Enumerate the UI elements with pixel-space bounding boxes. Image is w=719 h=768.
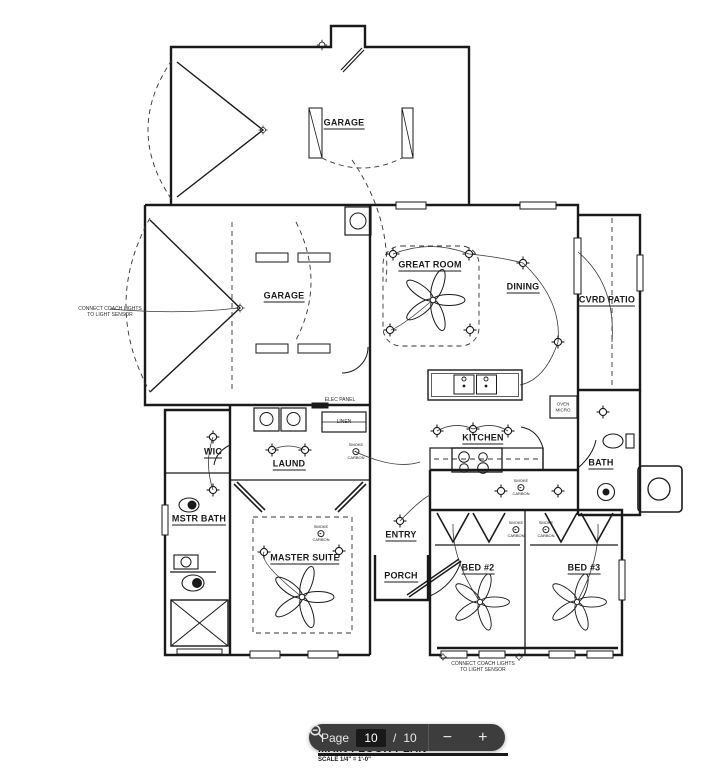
note-linen: LINEN bbox=[336, 418, 352, 425]
ceiling-fans bbox=[272, 267, 607, 633]
zoom-out-button[interactable]: − bbox=[440, 729, 455, 746]
washer-icon bbox=[253, 407, 280, 432]
room-label-entry: ENTRY bbox=[385, 529, 417, 542]
window-symbols bbox=[161, 201, 644, 659]
smoke-label: SMOKE bbox=[513, 478, 529, 484]
carbon-label: CARBON bbox=[312, 537, 330, 543]
page-separator: / bbox=[393, 730, 397, 745]
ceiling-fan-icon bbox=[403, 267, 466, 333]
laundry-fixtures bbox=[253, 206, 372, 433]
note-line: OVEN bbox=[556, 401, 570, 407]
detector-icon bbox=[542, 526, 550, 534]
room-label-bath: BATH bbox=[588, 457, 614, 470]
stove-icon bbox=[451, 447, 503, 473]
sink-icon bbox=[596, 482, 616, 502]
interior-walls bbox=[165, 448, 618, 655]
room-label-cvrd-patio: CVRD PATIO bbox=[578, 294, 636, 307]
sink-basin-icon bbox=[453, 374, 475, 395]
detector-icon bbox=[517, 484, 525, 492]
note-line: CONNECT COACH LIGHTS bbox=[78, 305, 142, 312]
sink-basin-icon bbox=[476, 374, 497, 395]
shower-icon bbox=[170, 599, 229, 647]
room-label-garage-left: GARAGE bbox=[263, 290, 305, 303]
note-elec-panel: ELEC PANEL bbox=[324, 396, 356, 403]
electrical-wiring bbox=[109, 246, 613, 603]
toilet-icon bbox=[602, 433, 624, 449]
room-label-mstr-bath: MSTR BATH bbox=[171, 513, 227, 526]
utility-cabinet bbox=[344, 206, 372, 236]
page-toolbar: Page / 10 − + bbox=[309, 724, 505, 751]
light-fixtures bbox=[205, 39, 611, 662]
title-underline bbox=[318, 753, 508, 756]
master-bath-fixtures bbox=[170, 497, 229, 655]
room-label-bed-2: BED #2 bbox=[461, 562, 495, 575]
detector-icon bbox=[512, 526, 520, 534]
elec-panel-icon bbox=[311, 402, 329, 409]
room-label-garage-upper: GARAGE bbox=[323, 117, 365, 130]
ceiling-fan-icon bbox=[272, 564, 335, 630]
room-label-laundry: LAUND bbox=[272, 458, 306, 471]
magnifier-icon bbox=[309, 724, 324, 739]
smoke-label: SMOKE bbox=[313, 524, 329, 530]
smoke-carbon-detector: SMOKE CARBON bbox=[347, 442, 365, 461]
note-line: TO LIGHT SENSOR bbox=[460, 667, 506, 673]
room-label-dining: DINING bbox=[506, 281, 540, 294]
toolbar-divider bbox=[427, 724, 429, 751]
room-label-bed-3: BED #3 bbox=[567, 562, 601, 575]
bath-fixtures bbox=[596, 433, 683, 513]
room-label-kitchen: KITCHEN bbox=[462, 432, 504, 445]
room-label-master-suite: MASTER SUITE bbox=[270, 552, 340, 565]
scale-note: SCALE 1/4" = 1'-0" bbox=[318, 757, 371, 763]
detector-icon bbox=[352, 448, 360, 456]
smoke-label: SMOKE bbox=[538, 520, 554, 526]
smoke-carbon-detector: SMOKE CARBON bbox=[312, 524, 330, 543]
kitchen-fixtures bbox=[427, 369, 578, 474]
sink-icon bbox=[178, 497, 200, 513]
sink-icon bbox=[181, 574, 205, 592]
oven-micro-cabinet bbox=[549, 395, 578, 419]
room-label-wic: WIC bbox=[203, 446, 223, 459]
dryer-icon bbox=[280, 407, 307, 432]
smoke-carbon-detector: SMOKE CARBON bbox=[512, 478, 530, 497]
ceiling-fan-icon bbox=[549, 571, 607, 633]
ceiling-fan-icon bbox=[452, 571, 510, 633]
note-coach-lights-left: CONNECT COACH LIGHTS TO LIGHT SENSOR bbox=[78, 306, 142, 319]
page-total: 10 bbox=[403, 730, 417, 745]
note-oven-micro: OVEN MICRO bbox=[556, 401, 571, 412]
room-label-porch: PORCH bbox=[384, 570, 418, 583]
equipment-pad bbox=[637, 465, 683, 513]
dashed-lines bbox=[125, 59, 613, 634]
smoke-carbon-detector: SMOKE CARBON bbox=[507, 520, 525, 539]
garage-door-panels bbox=[149, 61, 414, 393]
carbon-label: CARBON bbox=[507, 533, 525, 539]
carbon-label: CARBON bbox=[537, 533, 555, 539]
note-line: TO LIGHT SENSOR bbox=[87, 312, 133, 318]
smoke-label: SMOKE bbox=[508, 520, 524, 526]
room-label-great-room: GREAT ROOM bbox=[398, 259, 462, 272]
note-line: MICRO bbox=[555, 407, 571, 412]
note-coach-lights-bottom: CONNECT COACH LIGHTS TO LIGHT SENSOR bbox=[451, 661, 515, 674]
page-label: Page bbox=[321, 730, 350, 745]
detector-icon bbox=[317, 530, 325, 538]
note-line: CONNECT COACH LIGHTS bbox=[451, 660, 515, 667]
zoom-in-button[interactable]: + bbox=[475, 729, 490, 746]
page-number-input[interactable] bbox=[356, 728, 387, 747]
smoke-label: SMOKE bbox=[348, 442, 364, 448]
exterior-walls bbox=[143, 24, 642, 657]
carbon-label: CARBON bbox=[512, 491, 530, 497]
carbon-label: CARBON bbox=[347, 455, 365, 461]
toilet-icon bbox=[173, 554, 199, 570]
door-swings bbox=[213, 47, 614, 598]
smoke-carbon-detector: SMOKE CARBON bbox=[537, 520, 555, 539]
